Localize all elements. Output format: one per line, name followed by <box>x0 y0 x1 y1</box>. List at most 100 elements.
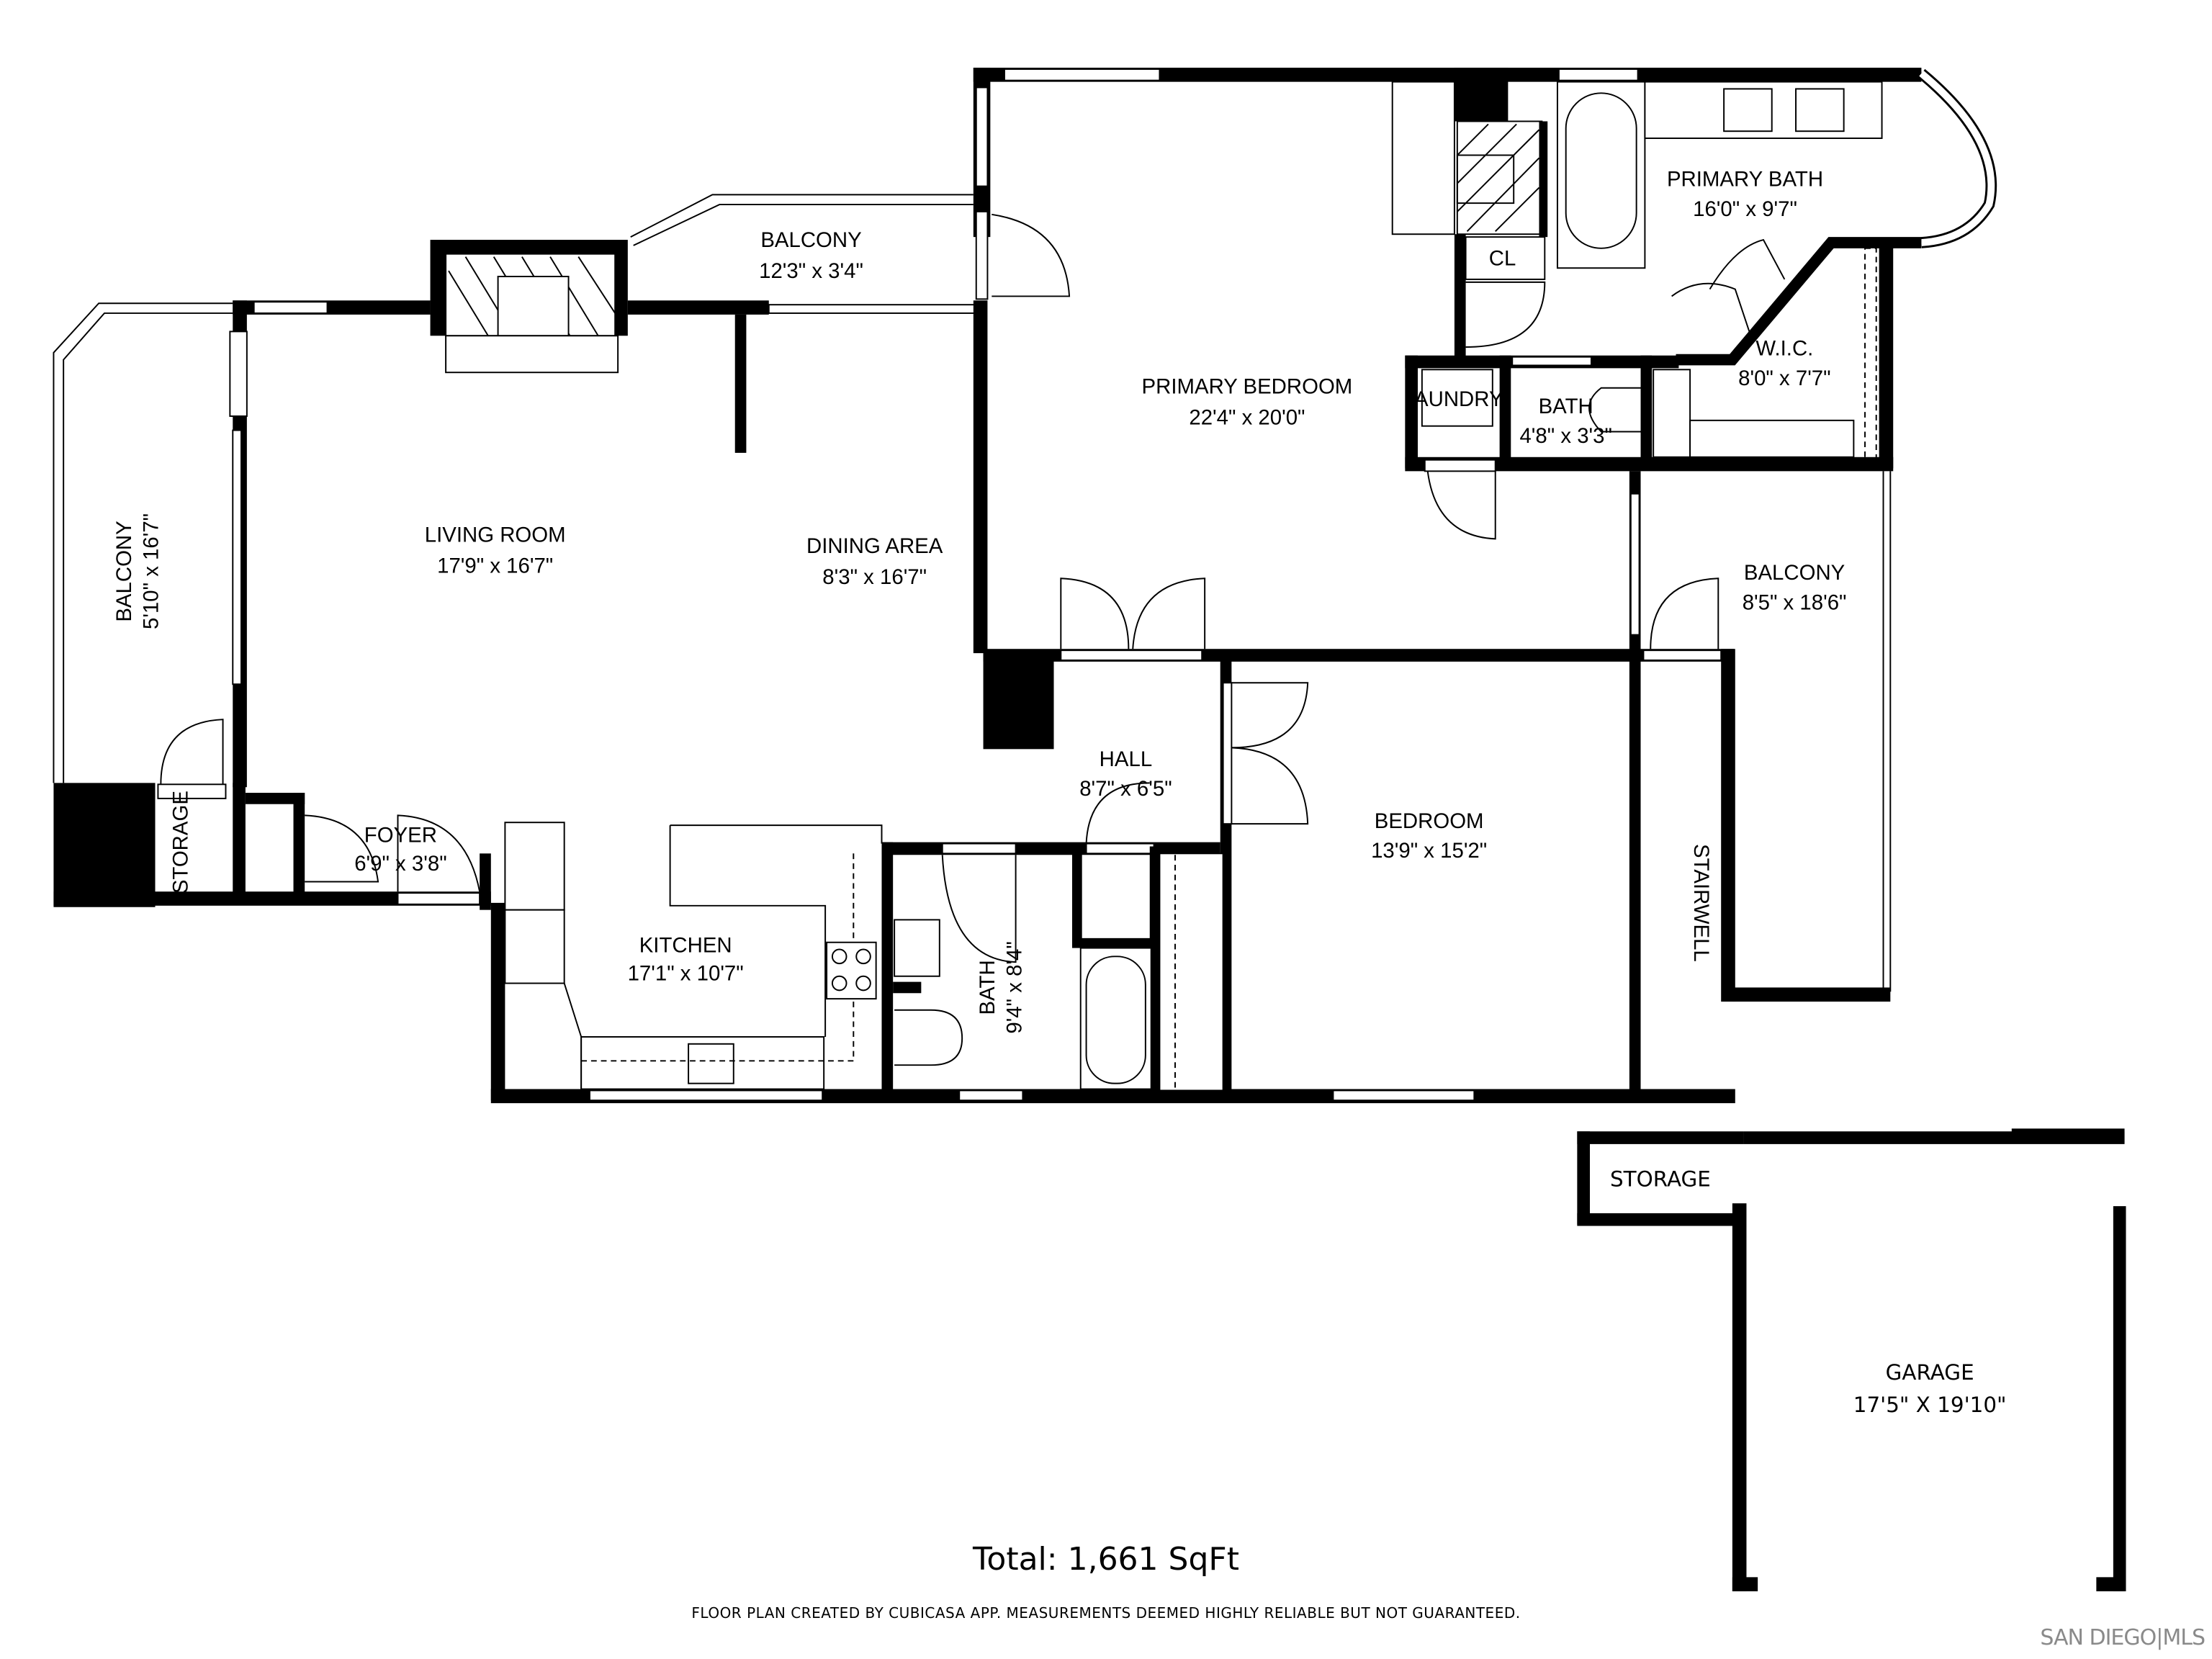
wall <box>1879 242 1894 469</box>
shelf <box>1689 419 1855 458</box>
room-label-kitchen: KITCHEN <box>639 933 732 957</box>
shelf <box>1653 369 1691 458</box>
toilet-icon <box>894 1009 963 1066</box>
svg-text:4'8" x 3'3": 4'8" x 3'3" <box>1519 424 1611 448</box>
svg-text:8'7" x 6'5": 8'7" x 6'5" <box>1079 777 1172 801</box>
door-swing <box>1650 577 1719 649</box>
svg-text:8'3" x 16'7": 8'3" x 16'7" <box>822 565 927 589</box>
wall <box>627 300 769 315</box>
room-label-primary-bedroom: PRIMARY BEDROOM <box>1142 375 1353 399</box>
wall <box>1732 987 1891 1002</box>
sliding-door <box>1629 493 1640 636</box>
wall <box>1539 121 1548 238</box>
wall <box>1721 649 1735 1002</box>
closet-box <box>1465 236 1546 280</box>
wall <box>1454 234 1466 361</box>
washer-icon <box>1421 369 1493 427</box>
room-label-balcony-right: BALCONY <box>1744 561 1845 585</box>
window <box>1003 68 1161 81</box>
structural-column <box>983 653 1054 750</box>
laundry-door <box>1424 459 1496 472</box>
double-door <box>1060 649 1203 661</box>
cabinet <box>504 909 565 984</box>
room-label-wic: W.I.C. <box>1755 337 1813 361</box>
window <box>958 1089 1024 1102</box>
fireplace-icon <box>1456 120 1543 235</box>
balcony-door <box>975 210 989 300</box>
room-label-closet: CL <box>1489 246 1516 270</box>
svg-text:16'0" x 9'7": 16'0" x 9'7" <box>1693 197 1797 221</box>
wall <box>973 300 988 654</box>
room-label-laundry: AUNDRY <box>1414 387 1503 411</box>
pocket-door <box>1511 356 1592 367</box>
room-label-bath-small: BATH <box>1539 395 1593 418</box>
window <box>1557 68 1639 81</box>
door-swing <box>1671 282 1750 332</box>
partition-wall <box>734 314 747 453</box>
sliding-door <box>232 429 242 685</box>
closet-doors <box>1222 682 1233 825</box>
svg-text:17'5" X 19'10": 17'5" X 19'10" <box>1853 1393 2007 1417</box>
door-swing <box>1426 471 1496 540</box>
svg-text:13'9" x 15'2": 13'9" x 15'2" <box>1371 839 1487 863</box>
svg-text:17'1" x 10'7": 17'1" x 10'7" <box>628 962 744 986</box>
room-label-bath-hall: BATH <box>976 960 999 1015</box>
room-labels: BALCONY 5'10" x 16'7" BALCONY 12'3" x 3'… <box>112 168 2006 1418</box>
sliding-door <box>768 304 981 314</box>
entry-threshold <box>397 892 481 905</box>
wall <box>245 793 305 804</box>
door-swing <box>992 213 1071 297</box>
window <box>1332 1089 1475 1102</box>
room-label-storage-garage: STORAGE <box>1610 1167 1711 1192</box>
door-swing <box>1465 281 1546 348</box>
window <box>253 301 328 314</box>
svg-text:8'5" x 18'6": 8'5" x 18'6" <box>1743 590 1847 614</box>
wall <box>293 793 305 895</box>
wall <box>1629 655 1641 1095</box>
sink-icon <box>1795 88 1845 132</box>
room-label-living-room: LIVING ROOM <box>425 523 566 547</box>
closet <box>1159 853 1224 1092</box>
door-swing <box>397 814 481 892</box>
balcony-top-outline <box>630 194 974 238</box>
bathtub-icon <box>1079 947 1152 1090</box>
svg-text:8'0" x 7'7": 8'0" x 7'7" <box>1738 367 1830 390</box>
svg-text:17'9" x 16'7": 17'9" x 16'7" <box>437 554 553 577</box>
balcony-left-outline <box>53 302 233 783</box>
counter <box>563 983 583 1089</box>
sink-icon <box>688 1043 734 1084</box>
wall-diagonal <box>1676 237 1922 366</box>
wall <box>1499 355 1511 469</box>
room-label-balcony-top: BALCONY <box>760 228 861 252</box>
fireplace-hatch <box>1457 123 1540 232</box>
svg-text:9'4" x 8'4": 9'4" x 8'4" <box>1002 941 1026 1033</box>
sink-icon <box>1723 88 1773 132</box>
toilet-icon <box>1588 387 1644 433</box>
watermark-logo: SAN DIEGO|MLS <box>2040 1625 2206 1650</box>
door-swing <box>1231 682 1309 825</box>
total-area: Total: 1,661 SqFt <box>973 1541 1239 1578</box>
room-label-garage: GARAGE <box>1886 1360 1974 1385</box>
door-swing <box>1060 577 1130 649</box>
svg-text:22'4" x 20'0": 22'4" x 20'0" <box>1189 406 1305 430</box>
wall <box>233 783 246 896</box>
dresser-counter <box>1391 81 1455 235</box>
svg-text:12'3" x 3'4": 12'3" x 3'4" <box>759 259 863 283</box>
garage-walls <box>1577 1128 2126 1591</box>
wall <box>490 902 505 1101</box>
door-swing <box>305 814 379 883</box>
wall <box>1405 457 1894 472</box>
wall <box>973 68 1922 82</box>
tub-basin <box>1565 92 1637 249</box>
room-label-storage: STORAGE <box>169 791 193 894</box>
svg-text:5'10" x 16'7": 5'10" x 16'7" <box>139 513 163 629</box>
sink-icon <box>894 919 940 977</box>
bathtub-icon <box>1556 81 1646 269</box>
room-label-dining-area: DINING AREA <box>806 534 943 558</box>
cabinet <box>504 822 565 911</box>
room-label-primary-bath: PRIMARY BATH <box>1667 168 1823 192</box>
door-swing <box>941 855 1017 963</box>
wall <box>1405 355 1418 469</box>
door-swing <box>1709 238 1786 290</box>
